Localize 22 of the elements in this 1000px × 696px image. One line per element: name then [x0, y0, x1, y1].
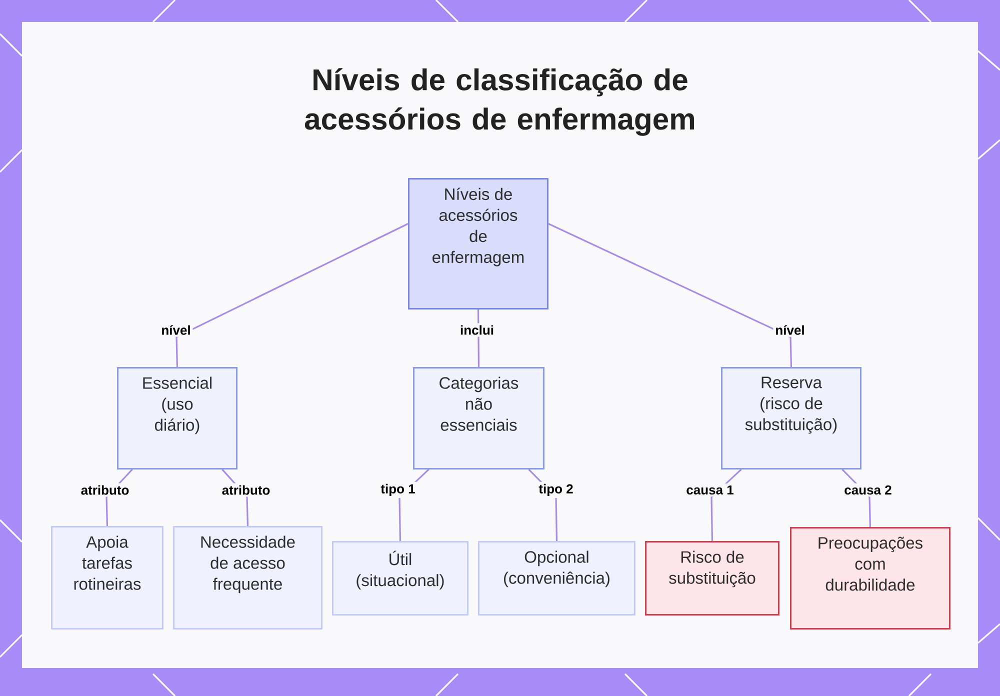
edge-label: atributo: [78, 483, 132, 497]
concept-box: Apoia tarefas rotineiras: [51, 526, 164, 630]
edge-label: atributo: [220, 483, 272, 497]
edge-label: inclui: [458, 323, 496, 337]
concept-box: Útil (situacional): [332, 540, 468, 616]
connector: [548, 223, 792, 367]
title: Níveis de classificação de acessórios de enfermagem: [304, 68, 694, 136]
concept-box: Essencial (uso diário): [117, 366, 238, 470]
concept-box: Categorias não essenciais: [413, 366, 544, 470]
concept-box: Reserva (risco de substituição): [721, 366, 862, 470]
concept-box: Níveis de acessórios de enfermagem: [408, 178, 548, 310]
concept-box: Risco de substituição: [645, 540, 780, 616]
connector: [176, 223, 408, 367]
concept-box: Preocupações com durabilidade: [790, 526, 950, 630]
edge-label: causa 1: [684, 483, 736, 497]
concept-box: Necessidade de acesso frequente: [173, 526, 322, 630]
edge-label: tipo 1: [378, 482, 418, 498]
edge-label: nível: [159, 323, 193, 337]
concept-box: Opcional (conveniência): [478, 540, 636, 616]
edge-label: tipo 2: [536, 482, 576, 498]
edge-label: causa 2: [842, 483, 894, 497]
edge-label: nível: [773, 323, 807, 337]
